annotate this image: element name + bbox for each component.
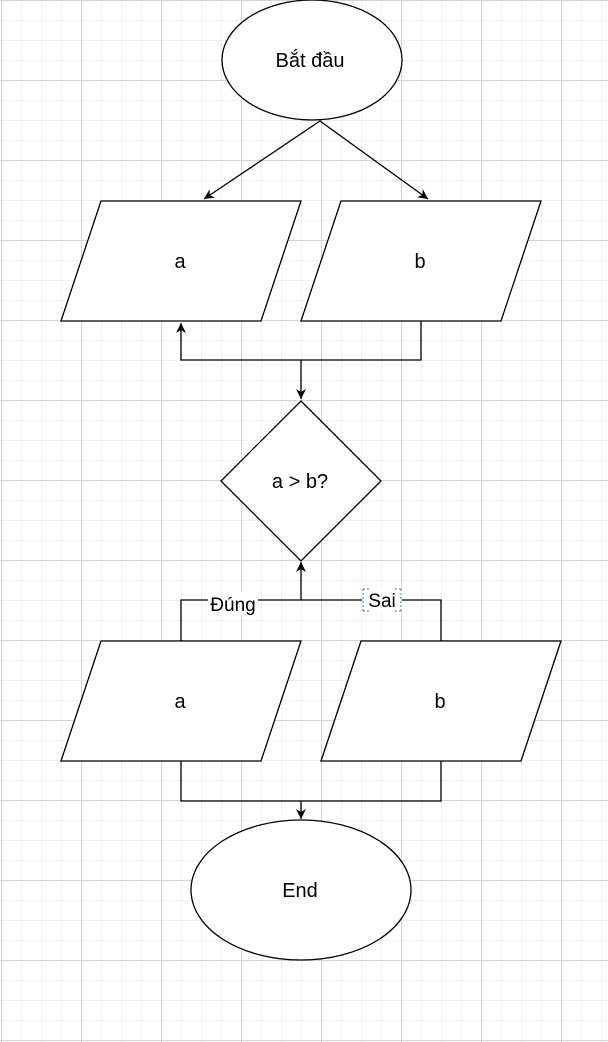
node-input-a[interactable]: a (60, 200, 302, 322)
end-terminal-shape (190, 819, 412, 961)
edge-output-b-to-decision (301, 599, 442, 641)
node-input-a-label: a (174, 251, 186, 273)
edge-label-false-text: Sai (368, 591, 395, 612)
node-decision[interactable]: a > b? (220, 400, 382, 562)
edge-label-false: Sai (362, 588, 402, 612)
decision-diamond-shape (220, 400, 382, 562)
start-terminal-shape (221, 0, 403, 121)
edge-label-true: Đúng (208, 592, 258, 616)
edge-output-b-to-end (296, 761, 442, 819)
output-b-parallelogram-shape (320, 640, 562, 762)
edge-start-to-input-a (203, 120, 321, 200)
node-decision-label: a > b? (272, 471, 328, 493)
node-end-label: End (282, 880, 318, 902)
input-b-parallelogram-shape (300, 200, 542, 322)
node-input-b-label: b (414, 251, 425, 273)
edge-input-b-to-input-a (176, 321, 422, 361)
node-output-a-label: a (174, 691, 186, 713)
node-start-label: Bắt đầu (276, 49, 345, 72)
edge-start-to-input-b (319, 120, 429, 200)
node-output-a[interactable]: a (60, 640, 302, 762)
output-a-parallelogram-shape (60, 640, 302, 762)
edge-label-true-text: Đúng (210, 595, 255, 616)
node-output-b-label: b (434, 691, 445, 713)
node-input-b[interactable]: b (300, 200, 542, 322)
node-end[interactable]: End (190, 819, 412, 961)
input-a-parallelogram-shape (60, 200, 302, 322)
edge-output-a-to-end (180, 761, 301, 802)
node-output-b[interactable]: b (320, 640, 562, 762)
node-start[interactable]: Bắt đầu (221, 0, 403, 121)
